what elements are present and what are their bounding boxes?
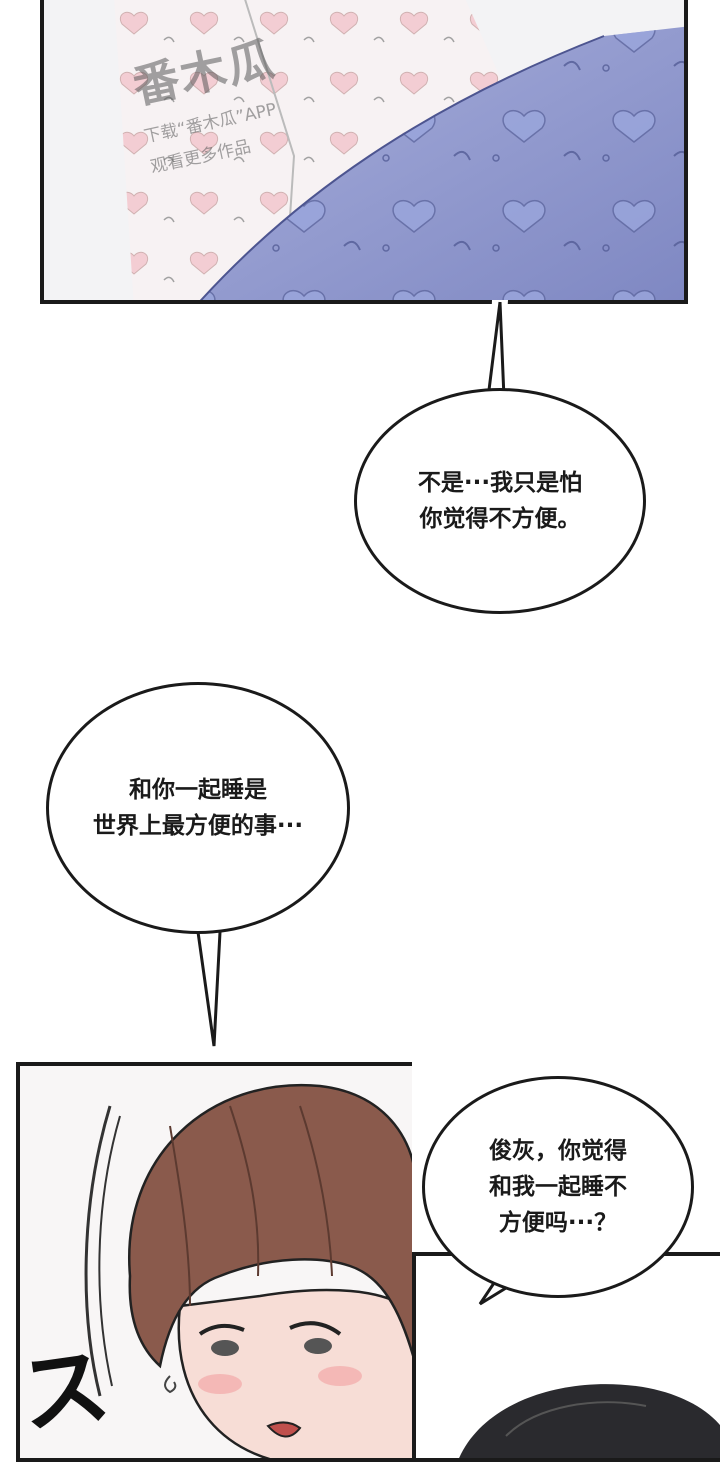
pajama-artwork xyxy=(44,0,684,300)
speech-bubble-3-text: 俊灰，你觉得 和我一起睡不 方便吗···？ xyxy=(489,1138,627,1236)
sound-effect-text: ス xyxy=(14,1333,116,1448)
speech-bubble-3: 俊灰，你觉得 和我一起睡不 方便吗···？ xyxy=(422,1076,694,1298)
speech-bubble-2-text: 和你一起睡是 世界上最方便的事··· xyxy=(92,777,304,839)
bubble-tail-2 xyxy=(196,928,222,1047)
speech-bubble-1: 不是···我只是怕 你觉得不方便。 xyxy=(354,388,646,614)
speech-bubble-2: 和你一起睡是 世界上最方便的事··· xyxy=(46,682,350,934)
comic-panel-top: 番木瓜 下载“番木瓜”APP 观看更多作品 xyxy=(40,0,688,304)
comic-panel-character xyxy=(16,1062,412,1462)
bubble-tail-1 xyxy=(486,300,508,399)
speech-bubble-1-text: 不是···我只是怕 你觉得不方便。 xyxy=(417,470,583,532)
character-artwork xyxy=(20,1066,412,1458)
